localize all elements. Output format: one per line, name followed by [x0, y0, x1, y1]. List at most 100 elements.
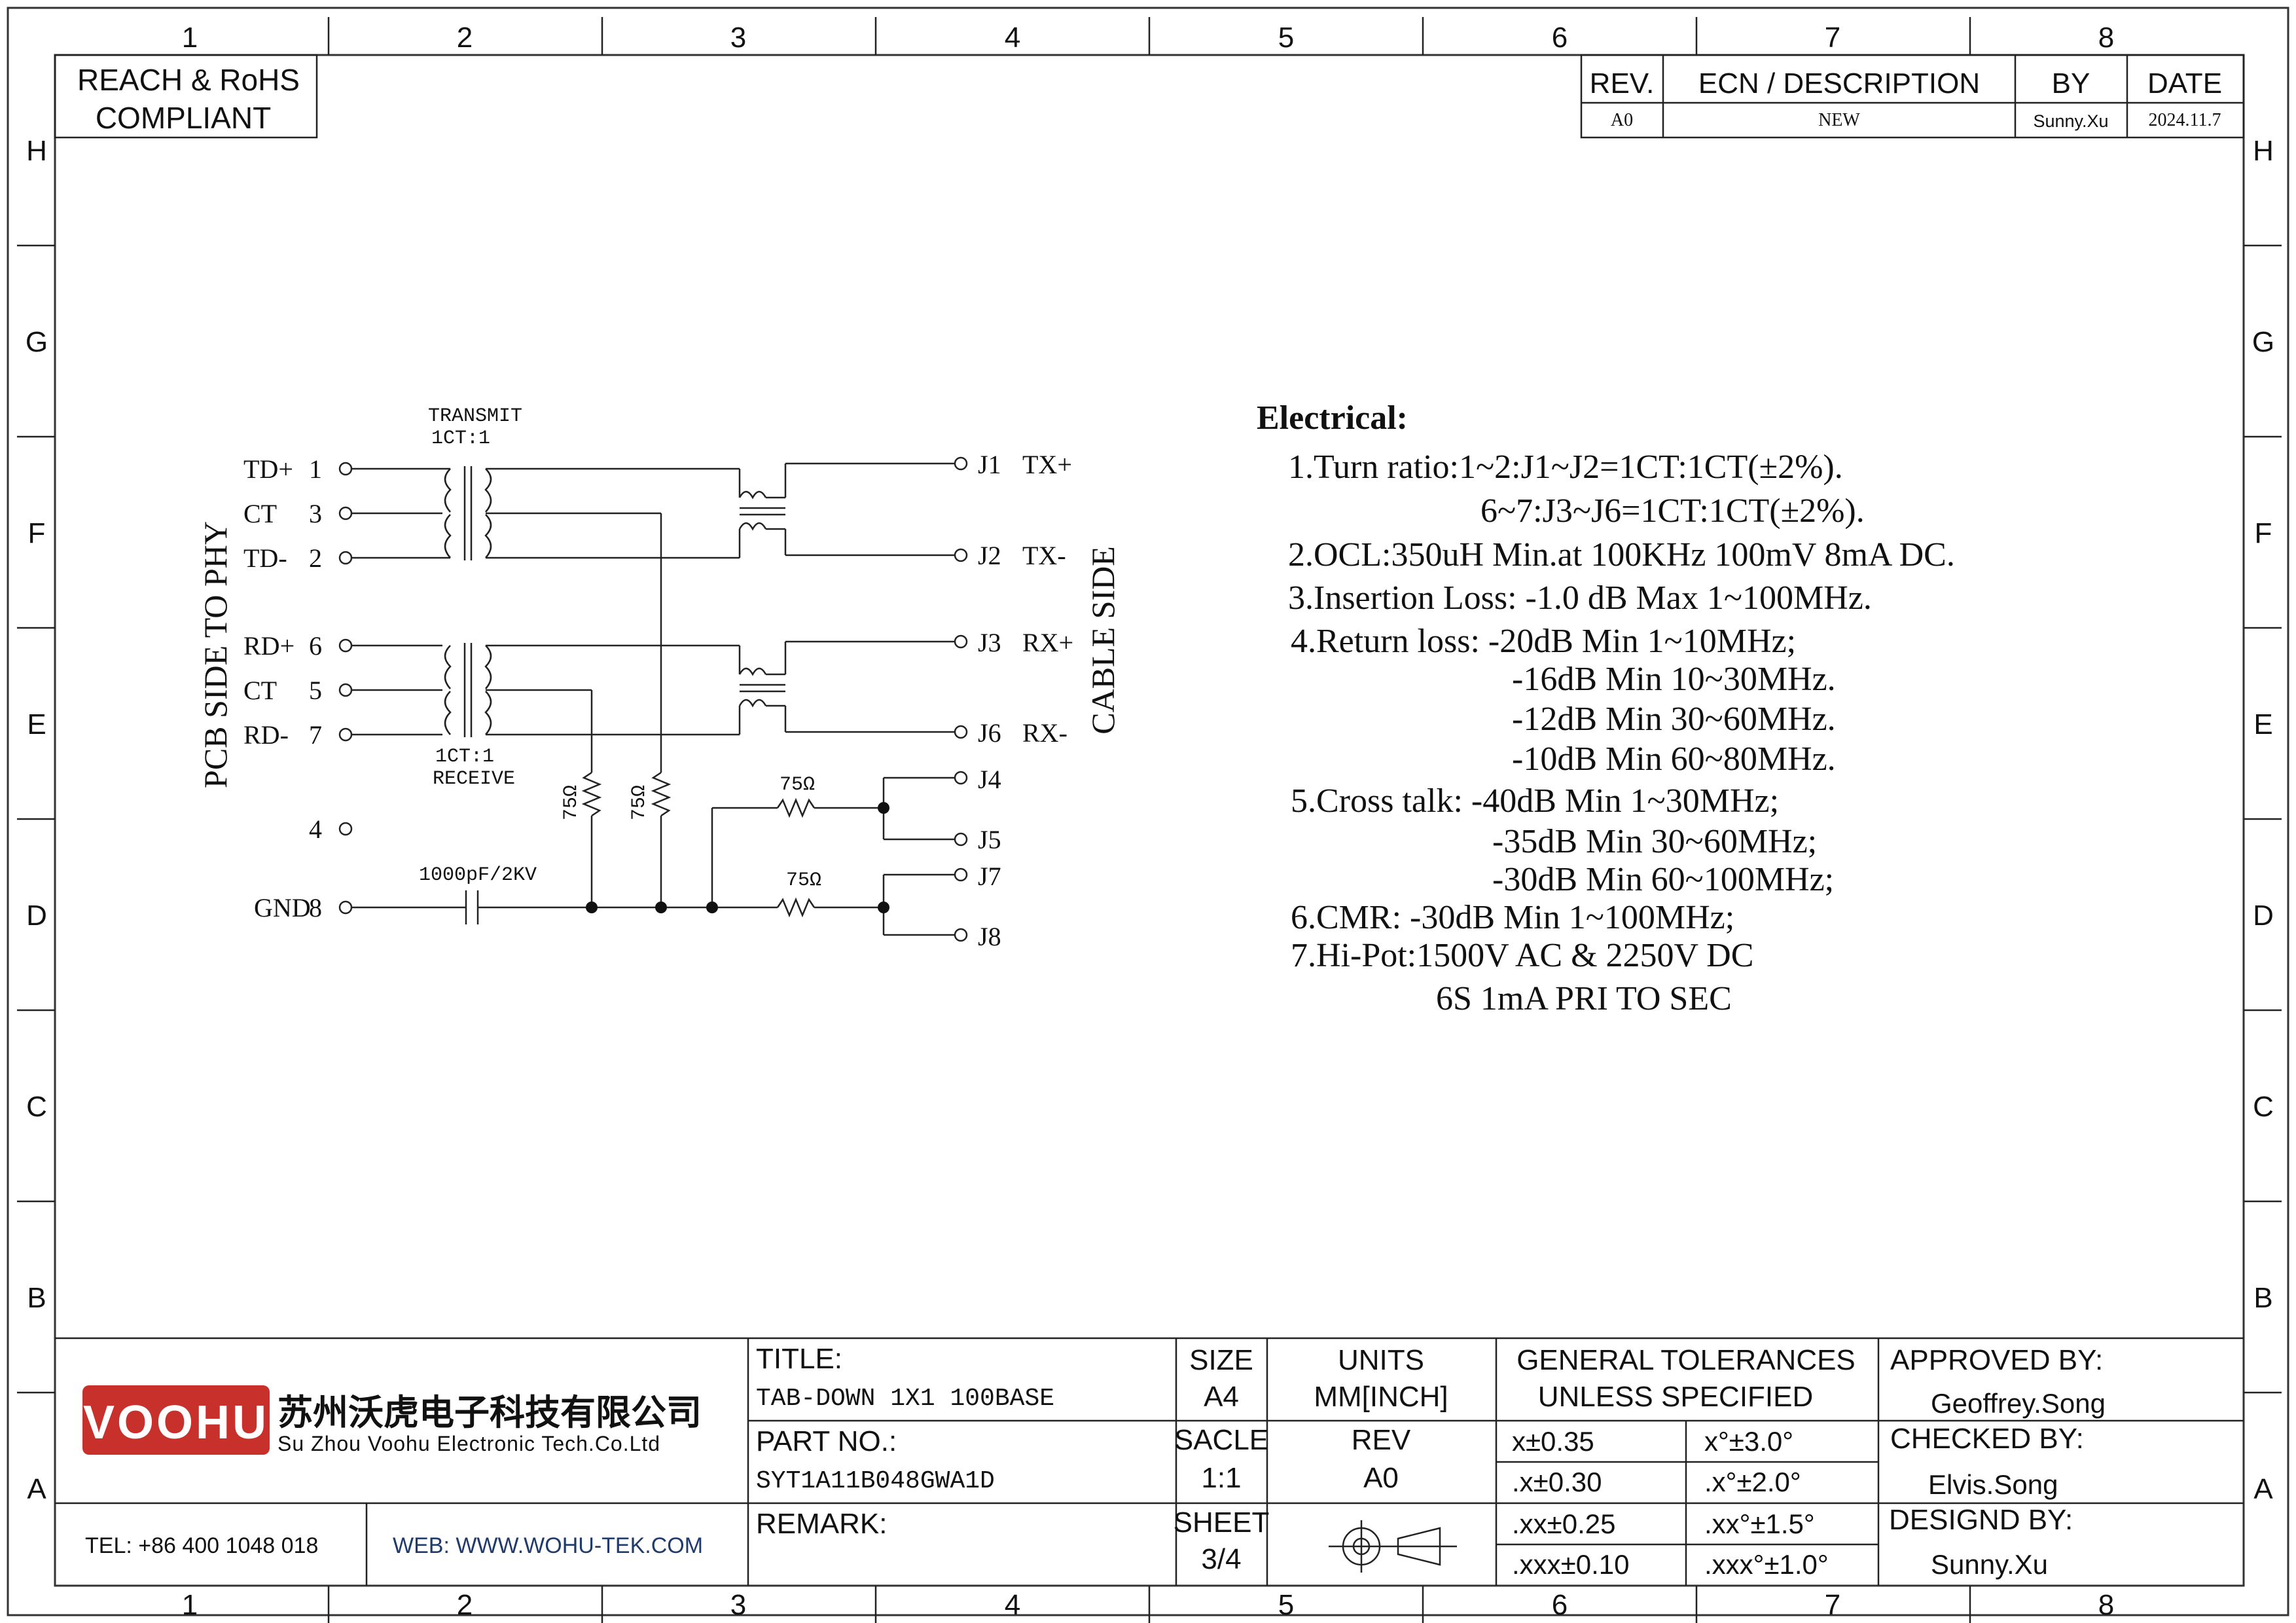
- company-name-en: Su Zhou Voohu Electronic Tech.Co.Ltd: [278, 1432, 660, 1455]
- size-value: A4: [1204, 1381, 1239, 1413]
- col-label-top: 7: [1825, 22, 1840, 54]
- junction-dot: [655, 902, 667, 913]
- jack-terminal: [954, 928, 968, 942]
- row-label-right: G: [2252, 326, 2274, 358]
- pcb-side-label: PCB SIDE TO PHY: [197, 521, 234, 788]
- compliance-box: REACH & RoHS COMPLIANT: [54, 54, 318, 139]
- title-value: TAB-DOWN 1X1 100BASE: [756, 1385, 1054, 1413]
- designed-value: Sunny.Xu: [1931, 1549, 2048, 1580]
- compliance-line-2: COMPLIANT: [96, 101, 271, 135]
- drawing-frame: 1 2 3 4 5 6 7 8 1 2 3 4 5 6 7 8 H G F E …: [7, 7, 2289, 1623]
- spec-line: -16dB Min 10~30MHz.: [1512, 661, 1836, 698]
- spec-line: 6.CMR: -30dB Min 1~100MHz;: [1291, 899, 1734, 936]
- row-label-left: F: [28, 517, 46, 549]
- row-label-left: H: [26, 135, 47, 167]
- row-label-left: C: [26, 1091, 47, 1123]
- pin-name: GND: [254, 893, 311, 922]
- common-mode-choke-rx: [738, 640, 955, 735]
- jack-pin-name: J4: [978, 765, 1001, 794]
- pin-terminal: [338, 822, 353, 836]
- pin-name: CT: [243, 676, 277, 705]
- jack-pin-name: J2: [978, 541, 1001, 570]
- units-value: MM[INCH]: [1314, 1381, 1448, 1413]
- rev-cell: A0: [1611, 110, 1633, 130]
- bias-network: [351, 513, 955, 936]
- col-label-bottom: 1: [182, 1589, 198, 1621]
- pin-terminal: [338, 462, 353, 476]
- tolerance-label-1: GENERAL TOLERANCES: [1516, 1344, 1856, 1376]
- rev-value: A0: [1363, 1462, 1399, 1494]
- pin-name: RD-: [243, 720, 289, 750]
- jack-pin-signal: RX-: [1022, 718, 1067, 748]
- receive-label: RECEIVE: [433, 768, 515, 790]
- compliance-line-1: REACH & RoHS: [77, 63, 300, 97]
- title-label: TITLE:: [756, 1343, 842, 1375]
- by-cell: Sunny.Xu: [2033, 111, 2108, 131]
- pin-number: 8: [309, 893, 322, 922]
- pin-terminal: [338, 727, 353, 742]
- transmit-ratio: 1CT:1: [431, 428, 490, 450]
- jack-terminal: [954, 725, 968, 739]
- col-label-top: 2: [457, 22, 473, 54]
- pin-number: 1: [309, 454, 322, 484]
- checked-value: Elvis.Song: [1928, 1469, 2058, 1500]
- tolerance-linear: .xxx±0.10: [1512, 1549, 1629, 1580]
- scale-label: SACLE: [1174, 1424, 1268, 1456]
- resistor-label: 75Ω: [786, 869, 821, 892]
- scale-value: 1:1: [1201, 1462, 1241, 1494]
- remark-label: REMARK:: [756, 1508, 887, 1540]
- resistor-label: 75Ω: [780, 774, 815, 796]
- approved-value: Geoffrey.Song: [1931, 1388, 2106, 1419]
- junction-dot: [706, 902, 718, 913]
- row-label-right: C: [2253, 1091, 2274, 1123]
- spec-line: 5.Cross talk: -40dB Min 1~30MHz;: [1291, 782, 1779, 820]
- pin-number: 2: [309, 543, 322, 573]
- pin-name: TD+: [243, 454, 293, 484]
- col-label-bottom: 2: [457, 1589, 473, 1621]
- pin-name: CT: [243, 499, 277, 528]
- jack-pin-name: J8: [978, 922, 1001, 951]
- logo-text: VOOHU: [83, 1396, 269, 1449]
- approved-label: APPROVED BY:: [1890, 1344, 2103, 1376]
- company-tel: TEL: +86 400 1048 018: [85, 1533, 318, 1558]
- junction-dot: [878, 802, 889, 814]
- jack-pin-name: J6: [978, 718, 1001, 748]
- part-value: SYT1A11B048GWA1D: [756, 1467, 995, 1495]
- resistor-label: 75Ω: [628, 785, 651, 820]
- receive-transformer: [351, 643, 740, 737]
- pin-terminal: [338, 506, 353, 520]
- col-label-top: 3: [730, 22, 746, 54]
- junction-dots: [586, 802, 889, 913]
- row-label-right: D: [2253, 900, 2274, 932]
- row-label-right: B: [2253, 1282, 2272, 1314]
- col-label-bottom: 7: [1825, 1589, 1840, 1621]
- spec-line: -30dB Min 60~100MHz;: [1492, 861, 1834, 898]
- jack-terminal: [954, 832, 968, 847]
- junction-dot: [586, 902, 598, 913]
- date-cell: 2024.11.7: [2149, 110, 2221, 130]
- col-label-top: 8: [2098, 22, 2114, 54]
- designed-label: DESIGND BY:: [1889, 1504, 2073, 1536]
- spec-line: 6S 1mA PRI TO SEC: [1436, 980, 1732, 1017]
- col-label-bottom: 6: [1552, 1589, 1568, 1621]
- col-label-bottom: 5: [1278, 1589, 1294, 1621]
- pin-terminal: [338, 900, 353, 915]
- sheet-value: 3/4: [1201, 1543, 1241, 1575]
- tolerance-angular: .x°±2.0°: [1704, 1467, 1801, 1497]
- row-label-left: E: [27, 708, 46, 740]
- pin-number: 4: [309, 814, 322, 844]
- spec-line: 3.Insertion Loss: -1.0 dB Max 1~100MHz.: [1288, 579, 1872, 617]
- receive-ratio: 1CT:1: [435, 746, 494, 768]
- schematic: PCB SIDE TO PHY CABLE SIDE TRANSMIT 1CT:…: [197, 405, 1121, 951]
- row-label-right: A: [2253, 1473, 2273, 1505]
- by-header: BY: [2052, 67, 2090, 100]
- checked-label: CHECKED BY:: [1890, 1423, 2084, 1455]
- company-logo: VOOHU: [82, 1385, 270, 1455]
- spec-line: 2.OCL:350uH Min.at 100KHz 100mV 8mA DC.: [1288, 536, 1955, 574]
- pin-name: RD+: [243, 631, 295, 661]
- col-label-bottom: 4: [1005, 1589, 1020, 1621]
- revision-table: REV. ECN / DESCRIPTION BY DATE A0 NEW Su…: [1580, 54, 2245, 139]
- pin-number: 6: [309, 631, 322, 661]
- jack-terminal: [954, 548, 968, 562]
